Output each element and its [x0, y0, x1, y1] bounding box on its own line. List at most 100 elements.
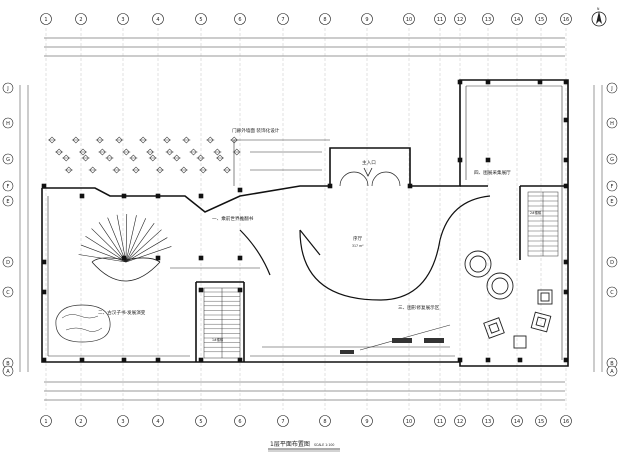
- column-bubble: [117, 13, 129, 25]
- column: [41, 289, 47, 295]
- radial-exhibit-fan: [78, 214, 172, 263]
- column: [41, 183, 47, 189]
- curved-gallery-walls: [239, 195, 491, 301]
- side-dimension-lines: [19, 85, 603, 372]
- stair-right: [527, 191, 559, 257]
- column-bubble-label: 7: [281, 419, 284, 425]
- row-bubble-label: C: [6, 290, 10, 296]
- row-bubble: [606, 180, 618, 192]
- column-bubble-label: 12: [457, 419, 463, 425]
- row-bubble: [606, 153, 618, 165]
- column-bubble: [403, 13, 415, 25]
- column: [198, 287, 204, 293]
- bottom-dimension-lines: [44, 381, 565, 401]
- column-bubble: [511, 13, 523, 25]
- column-bubble-label: 16: [563, 17, 569, 23]
- column-bubble: [75, 13, 87, 25]
- column-bubble: [454, 415, 466, 427]
- main-entrance-label: 主入口: [362, 159, 376, 166]
- column: [79, 357, 85, 363]
- exhibit-2-label: 二、古汉子书·发展演变: [98, 309, 146, 316]
- column: [457, 79, 463, 85]
- row-bubble-label: J: [610, 86, 612, 92]
- column-bubble-label: 14: [514, 419, 520, 425]
- structural-columns: [41, 79, 569, 363]
- column: [563, 157, 569, 163]
- column-bubble: [234, 13, 246, 25]
- column-bubble-label: 10: [406, 419, 412, 425]
- column-bubble-label: 10: [406, 17, 412, 23]
- drawing-title: 1层平面布置图 SCALE 1:100: [268, 440, 340, 452]
- facade-label: 门廊外墙面 装饰化设计: [232, 127, 280, 134]
- column: [198, 357, 204, 363]
- column-bubble-label: 12: [457, 17, 463, 23]
- column-bubble-label: 15: [538, 17, 544, 23]
- stair-right-steps: [528, 195, 558, 252]
- column: [121, 255, 127, 261]
- round-display-tables: [464, 250, 514, 300]
- column-bubble-label: 1: [44, 17, 47, 23]
- column-bubble: [511, 415, 523, 427]
- column-bubble: [482, 415, 494, 427]
- stair-left-label: 1#楼梯: [212, 337, 224, 342]
- row-bubble: [2, 256, 14, 268]
- column: [563, 259, 569, 265]
- row-bubble-label: H: [6, 121, 10, 127]
- column: [517, 357, 523, 363]
- row-bubble-label: F: [611, 184, 614, 190]
- row-bubble-label: A: [610, 369, 614, 375]
- column-bubble-label: 13: [485, 17, 491, 23]
- column-bubble-label: 2: [79, 17, 82, 23]
- column: [198, 193, 204, 199]
- column-bubble: [361, 415, 373, 427]
- grid-lines: [45, 28, 567, 410]
- column-bubble: [277, 13, 289, 25]
- column: [121, 193, 127, 199]
- exhibit-1-label: 一、乘前世界推翻书: [212, 215, 254, 222]
- row-bubble-label: H: [610, 121, 614, 127]
- column-bubble: [117, 415, 129, 427]
- exhibit-4-label: 四、图展采集展厅: [474, 169, 511, 176]
- hall-label: 序厅: [353, 235, 363, 242]
- column-bubble: [319, 13, 331, 25]
- column-bubble: [454, 13, 466, 25]
- column: [79, 193, 85, 199]
- top-dimension-lines: [44, 37, 565, 57]
- column: [485, 79, 491, 85]
- column: [563, 117, 569, 123]
- row-bubble: [606, 256, 618, 268]
- column-bubble-label: 9: [365, 419, 368, 425]
- column-bubble: [195, 415, 207, 427]
- column: [237, 357, 243, 363]
- column-bubble-label: 6: [238, 419, 241, 425]
- column-bubble: [535, 415, 547, 427]
- row-bubble-label: J: [6, 86, 8, 92]
- stair-left-steps: [204, 291, 240, 352]
- row-bubble: [606, 195, 618, 207]
- row-bubble: [2, 180, 14, 192]
- column-bubble-label: 8: [323, 419, 326, 425]
- row-bubble-label: G: [6, 157, 10, 163]
- column-bubble-label: 14: [514, 17, 520, 23]
- column-bubble: [361, 13, 373, 25]
- column-bubble-label: 13: [485, 419, 491, 425]
- row-bubble-label: D: [6, 260, 10, 266]
- column: [155, 357, 161, 363]
- tree-planting-row: [48, 136, 241, 174]
- column: [121, 357, 127, 363]
- row-bubble-label: A: [6, 369, 10, 375]
- exhibit-3-label: 三、图形修复展示区: [398, 304, 440, 311]
- showcase-tags: [340, 338, 444, 354]
- row-bubble: [606, 365, 618, 377]
- title-main: 1层平面布置图: [270, 440, 310, 448]
- column: [407, 183, 413, 189]
- column: [457, 357, 463, 363]
- row-bubble-label: F: [7, 184, 10, 190]
- square-display-cases: [483, 289, 553, 349]
- column-bubble: [234, 415, 246, 427]
- column-bubble-label: 11: [437, 419, 443, 425]
- column-bubble-label: 16: [563, 419, 569, 425]
- row-bubble: [2, 286, 14, 298]
- column-bubble-label: 5: [199, 17, 202, 23]
